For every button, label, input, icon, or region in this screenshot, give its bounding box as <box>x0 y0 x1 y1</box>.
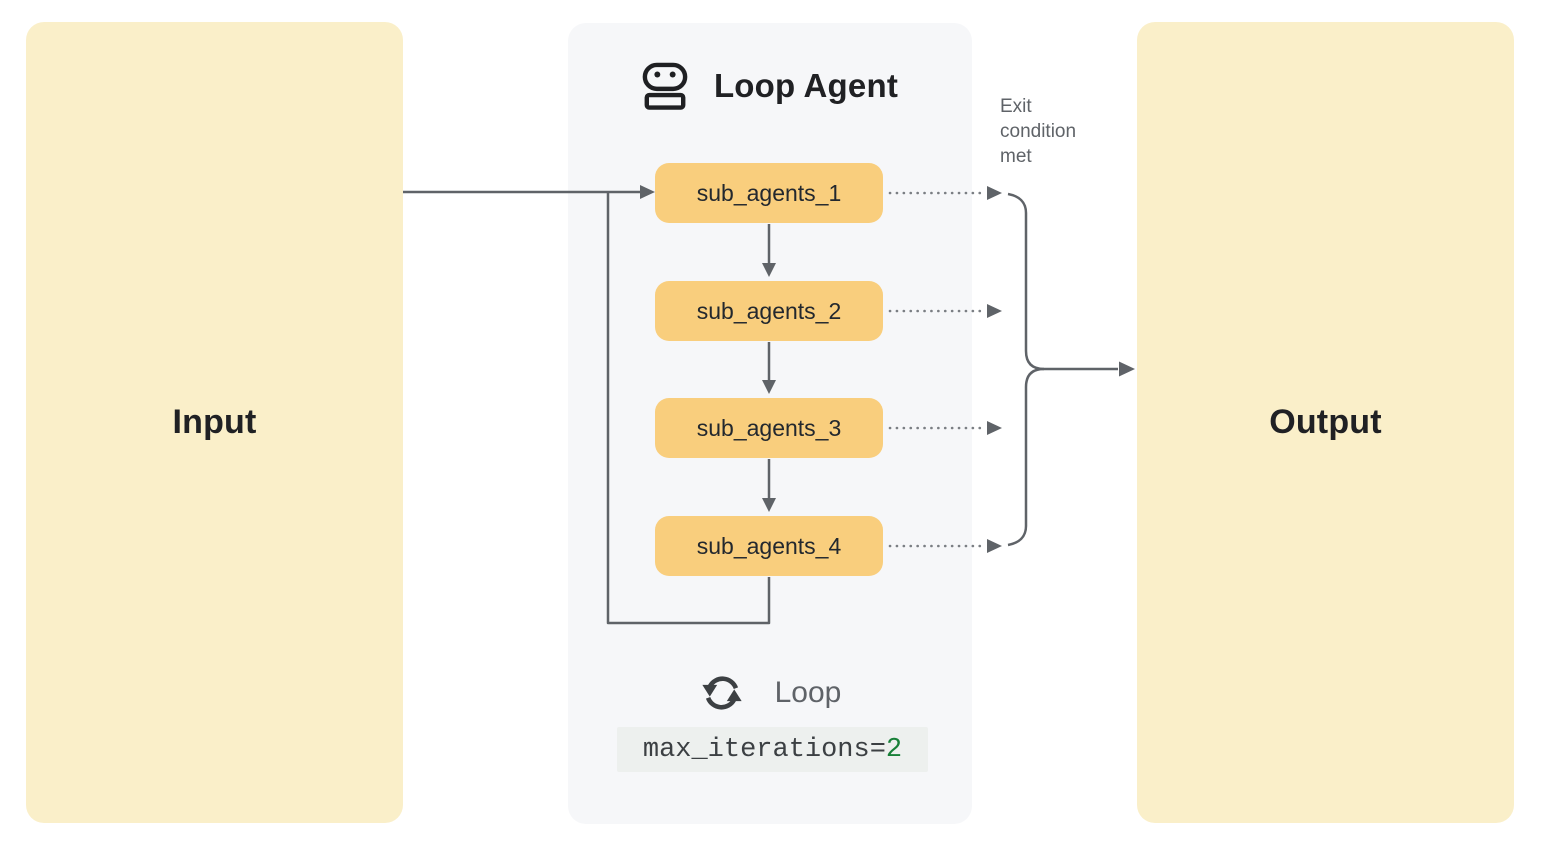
robot-icon <box>642 62 688 110</box>
sub-agent-box-1: sub_agents_1 <box>655 163 883 223</box>
loop-label: Loop <box>774 676 842 709</box>
collector-brace-bottom <box>1007 367 1045 547</box>
exit-arrowhead-3 <box>987 421 1002 435</box>
output-box: Output <box>1137 22 1514 823</box>
panel-header: Loop Agent <box>568 62 972 110</box>
exit-arrowhead-2 <box>987 304 1002 318</box>
sub-agent-box-4: sub_agents_4 <box>655 516 883 576</box>
code-text: max_iterations= <box>642 734 886 765</box>
output-arrowhead <box>1119 361 1135 377</box>
sub-agent-box-2: sub_agents_2 <box>655 281 883 341</box>
exit-arrowhead-1 <box>987 186 1002 200</box>
input-box: Input <box>26 22 403 823</box>
max-iterations-code: max_iterations=2 <box>617 727 928 772</box>
exit-arrowhead-4 <box>987 539 1002 553</box>
output-label: Output <box>1269 403 1382 441</box>
input-label: Input <box>172 403 257 441</box>
code-value: 2 <box>885 734 903 765</box>
collector-brace-top <box>1007 192 1118 371</box>
loop-footer: Loop <box>568 670 972 716</box>
panel-title: Loop Agent <box>713 67 899 104</box>
sub-agent-box-3: sub_agents_3 <box>655 398 883 458</box>
exit-condition-note: Exit condition met <box>1000 96 1077 167</box>
loop-icon <box>701 676 742 710</box>
